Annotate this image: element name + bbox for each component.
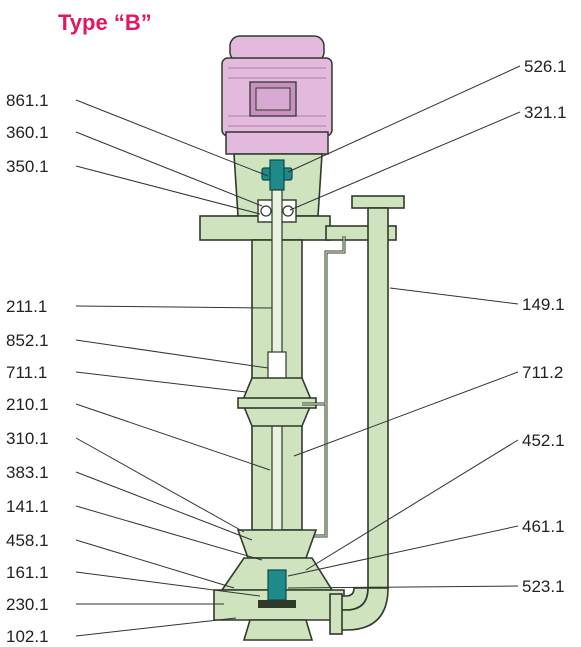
label-102-1: 102.1 xyxy=(6,627,49,646)
label-461-1: 461.1 xyxy=(522,517,565,536)
label-210-1: 210.1 xyxy=(6,395,49,414)
label-852-1: 852.1 xyxy=(6,331,49,350)
label-211-1: 211.1 xyxy=(6,297,47,316)
leader-lines xyxy=(75,65,521,637)
label-350-1: 350.1 xyxy=(6,157,49,176)
label-383-1: 383.1 xyxy=(6,463,49,482)
label-452-1: 452.1 xyxy=(522,431,565,450)
label-458-1: 458.1 xyxy=(6,531,49,550)
labels-left: 861.1 360.1 350.1 211.1 852.1 711.1 210.… xyxy=(6,91,49,646)
label-141-1: 141.1 xyxy=(6,497,49,516)
label-711-1: 711.1 xyxy=(6,363,47,382)
label-161-1: 161.1 xyxy=(6,563,49,582)
label-526-1: 526.1 xyxy=(524,57,567,76)
motor xyxy=(221,35,333,155)
label-861-1: 861.1 xyxy=(6,91,49,110)
label-149-1: 149.1 xyxy=(522,295,565,314)
label-310-1: 310.1 xyxy=(6,429,49,448)
label-711-2: 711.2 xyxy=(522,363,563,382)
diagram-title: Type “B” xyxy=(58,10,152,35)
label-523-1: 523.1 xyxy=(522,577,565,596)
pump-casing xyxy=(213,529,345,641)
label-321-1: 321.1 xyxy=(524,103,567,122)
labels-right: 526.1 321.1 149.1 711.2 452.1 461.1 523.… xyxy=(522,57,567,596)
discharge-pipe xyxy=(329,195,405,635)
column-pipe xyxy=(237,189,346,611)
label-360-1: 360.1 xyxy=(6,123,49,142)
label-230-1: 230.1 xyxy=(6,595,49,614)
